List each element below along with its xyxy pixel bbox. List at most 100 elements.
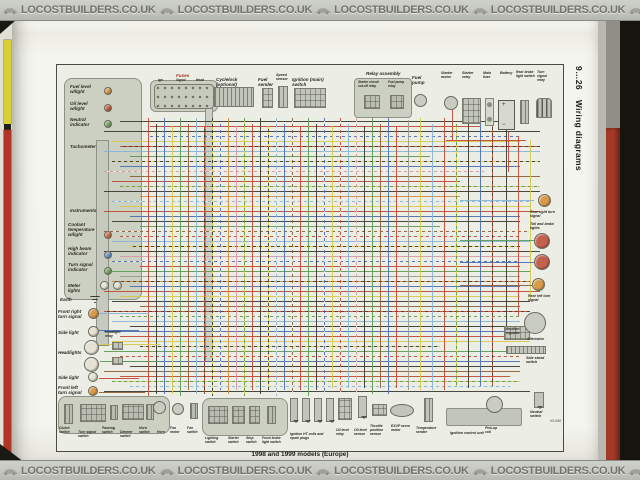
wire — [324, 118, 326, 394]
ignition-control-unit-box — [446, 408, 522, 426]
watermark-text: LOCOSTBUILDERS.CO.UK — [177, 4, 313, 16]
earth-label: Earth — [60, 297, 72, 302]
wire — [140, 306, 520, 308]
wire — [100, 344, 160, 346]
wire — [332, 126, 334, 388]
throttle-position-sensor-symbol — [372, 404, 387, 416]
wire — [388, 118, 390, 394]
watermark-item: LOCOSTBUILDERS.CO.UK — [626, 4, 640, 16]
ignition-main-switch-symbol — [294, 88, 326, 108]
wire — [196, 118, 198, 394]
black-tab-divider — [4, 124, 11, 130]
tail-and-brake-lights-label: Tail and brake lights — [530, 222, 555, 231]
fuel-pump-symbol — [414, 94, 427, 107]
wire — [212, 118, 214, 396]
red-section-tab-left — [4, 130, 11, 456]
wire — [444, 118, 446, 390]
red-section-tab-right — [606, 128, 620, 462]
throttle-position-sensor-label: Throttle position sensor — [370, 424, 384, 436]
wire — [284, 124, 286, 390]
watermark-item: LOCOSTBUILDERS.CO.UK — [0, 4, 157, 16]
main-fuse-label: Main fuse — [483, 71, 492, 80]
horn-switch-label: Horn switch — [139, 426, 150, 434]
wire — [140, 266, 520, 268]
diagram-caption: 1998 and 1999 models (Europe) — [251, 451, 349, 458]
fuse-head-label: Head — [196, 78, 204, 82]
watermark-text: LOCOSTBUILDERS.CO.UK — [21, 4, 156, 16]
car-logo-icon — [628, 7, 640, 14]
speed-sensor-label: Speed sensor — [276, 73, 288, 82]
wire — [228, 118, 230, 394]
wire — [446, 140, 526, 142]
yellow-section-tab — [4, 40, 11, 124]
tachometer-label: Tachometer — [70, 144, 96, 149]
lighting-switch-label: Lighting switch — [205, 436, 219, 444]
stop-switch-symbol — [249, 406, 260, 424]
front-brake-light-switch-label: Front brake light switch — [262, 436, 281, 444]
speed-sensor-symbol — [278, 86, 288, 108]
car-logo-icon — [1, 7, 19, 14]
fuel-pump-relay-label: Fuel pump relay — [388, 80, 405, 88]
side-light-left-symbol — [88, 372, 98, 382]
watermark-item: LOCOSTBUILDERS.CO.UK — [470, 4, 627, 16]
neutral-switch-label: Neutral switch — [530, 410, 543, 419]
cyclelock-symbol — [214, 87, 254, 107]
starter-motor-label: Starter motor — [441, 71, 453, 80]
wire — [518, 136, 520, 316]
car-logo-icon — [315, 7, 332, 14]
wire — [156, 124, 158, 394]
watermark-text: LOCOSTBUILDERS.CO.UK — [177, 465, 313, 477]
fuel-pump-relay-symbol — [390, 95, 404, 109]
wire — [100, 361, 160, 363]
side-light-right-symbol — [88, 326, 99, 337]
fan-motor-label: Fan motor — [170, 426, 180, 434]
starter-relay-label: Starter relay — [462, 71, 474, 80]
high-beam-indicator-label: High beam indicator — [68, 246, 92, 257]
wire — [140, 346, 440, 348]
watermark-text: LOCOSTBUILDERS.CO.UK — [334, 4, 469, 16]
instruments-label: Instruments — [70, 208, 97, 213]
wire — [112, 241, 530, 243]
wire — [408, 120, 410, 390]
rectifier-regulator-label: Rectifier/ regulator — [506, 327, 520, 335]
oil-level-warning-light-symbol — [104, 104, 112, 112]
rear-left-turn-signal-symbol — [532, 278, 545, 291]
wire — [180, 118, 182, 396]
wire — [252, 124, 254, 390]
front-right-turn-signal-label: Front right turn signal — [58, 309, 82, 320]
wire — [99, 313, 149, 315]
headlight-relay-2-symbol — [112, 357, 123, 365]
background-right — [620, 0, 640, 480]
wire — [468, 118, 470, 388]
front-right-turn-signal-symbol — [88, 308, 99, 319]
wire — [112, 301, 530, 303]
starter-circuit-cutoff-relay-symbol — [364, 95, 380, 109]
wire — [104, 351, 540, 353]
rectifier-regulator-symbol — [504, 326, 530, 340]
lighting-switch-symbol — [208, 406, 228, 424]
horn-symbol — [153, 401, 166, 414]
wire — [120, 356, 520, 358]
relay-assembly-label: Relay assembly — [366, 71, 401, 76]
page-margin-label: 9…26Wiring diagrams — [574, 66, 584, 171]
wire — [104, 211, 540, 213]
fan-motor-symbol — [172, 403, 184, 415]
wire — [104, 191, 540, 193]
oil-level-sensor-label: Oil level sensor — [354, 428, 368, 436]
ignition-ht-coils-and-spark-plugs-label: Ignition HT coils and spark plugs — [290, 432, 324, 440]
wire — [112, 161, 540, 163]
wire — [432, 124, 434, 390]
neutral-switch-symbol — [534, 392, 544, 409]
wire — [120, 186, 540, 188]
front-brake-light-switch-symbol — [267, 406, 276, 424]
wire — [99, 330, 139, 332]
wire — [530, 140, 532, 300]
wire — [172, 126, 174, 394]
meter-lights-symbol — [100, 281, 109, 290]
front-left-turn-signal-label: Front left turn signal — [58, 385, 82, 396]
side-stand-switch-symbol — [506, 346, 546, 354]
rear-right-turn-signal-symbol — [538, 194, 551, 207]
wire — [364, 126, 366, 388]
